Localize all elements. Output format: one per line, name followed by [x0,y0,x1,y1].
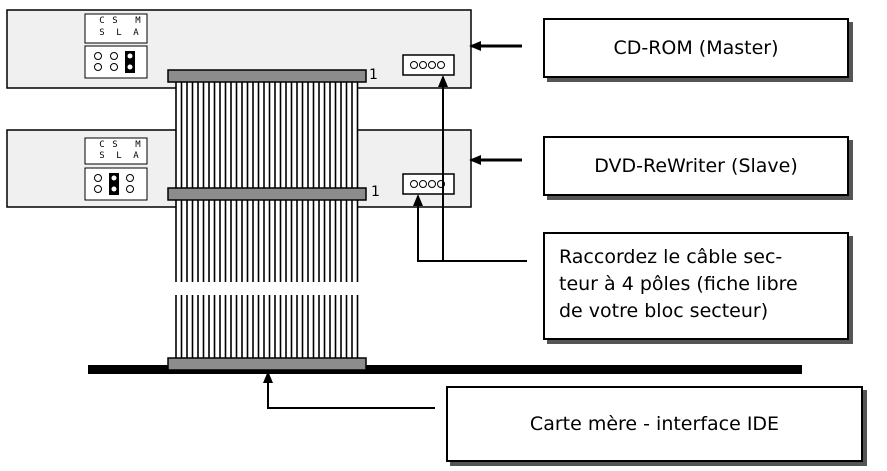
ide-connector-cdrom [167,69,367,83]
jumper-pin-icon [110,63,118,71]
jumper-letter: S [99,28,105,38]
jumper-pin-icon [126,185,134,193]
jumper-label-plate [84,137,148,165]
ribbon-segment [176,82,358,188]
power-pin-icon [419,180,427,188]
power-pin-icon [410,180,418,188]
jumper-pin-icon [111,186,117,192]
jumper-letter: S [112,140,118,150]
jumper-letter: A [133,28,139,38]
power-line-dvd [413,194,443,262]
ide-connector-dvd [167,187,367,201]
jumper-block [84,45,148,79]
jumper-letter: C [99,140,105,150]
jumper-pin-icon [94,174,102,182]
jumper-cap-icon [109,173,119,195]
jumper-pin-icon [127,53,133,59]
jumper-pin-icon [94,52,102,60]
power-pin-icon [419,61,427,69]
jumper-letter: S [112,16,118,26]
jumper-pin-icon [127,64,133,70]
power-note-line: Raccordez le câble sec- [559,246,783,268]
power-note-line: teur à 4 pôles (fiche libre [559,273,798,295]
jumper-pin-icon [110,52,118,60]
jumper-letter: C [99,16,105,26]
pin-one-marker: 1 [369,67,378,83]
ide-connector-motherboard [167,357,367,371]
jumper-letter: M [135,140,141,150]
jumper-pin-icon [126,174,134,182]
power-pin-icon [428,180,436,188]
ribbon-segment [176,200,358,282]
jumper-letter: L [116,151,122,161]
pin-one-marker: 1 [371,184,380,200]
jumper-letter: A [133,151,139,161]
motherboard-callout: Carte mère - interface IDE [446,386,863,462]
jumper-letter: S [99,151,105,161]
jumper-pin-icon [111,175,117,181]
power-pin-icon [428,61,436,69]
ribbon-segment [176,295,358,358]
jumper-pin-icon [94,185,102,193]
ide-ribbon-cable [175,82,359,358]
jumper-pin-icon [94,63,102,71]
jumper-letter: M [135,16,141,26]
jumper-cap-icon [125,51,135,73]
power-pin-icon [410,61,418,69]
power-note-callout: Raccordez le câble sec- teur à 4 pôles (… [543,232,849,340]
arrow-to-motherboard [263,371,435,409]
motherboard-bar [88,365,802,374]
cdrom-callout: CD-ROM (Master) [543,18,849,78]
jumper-label-plate [84,13,148,44]
dvd-callout: DVD-ReWriter (Slave) [543,136,849,196]
power-pin-icon [437,61,445,69]
power-note-line: de votre bloc secteur) [559,300,769,322]
jumper-letter: L [116,28,122,38]
